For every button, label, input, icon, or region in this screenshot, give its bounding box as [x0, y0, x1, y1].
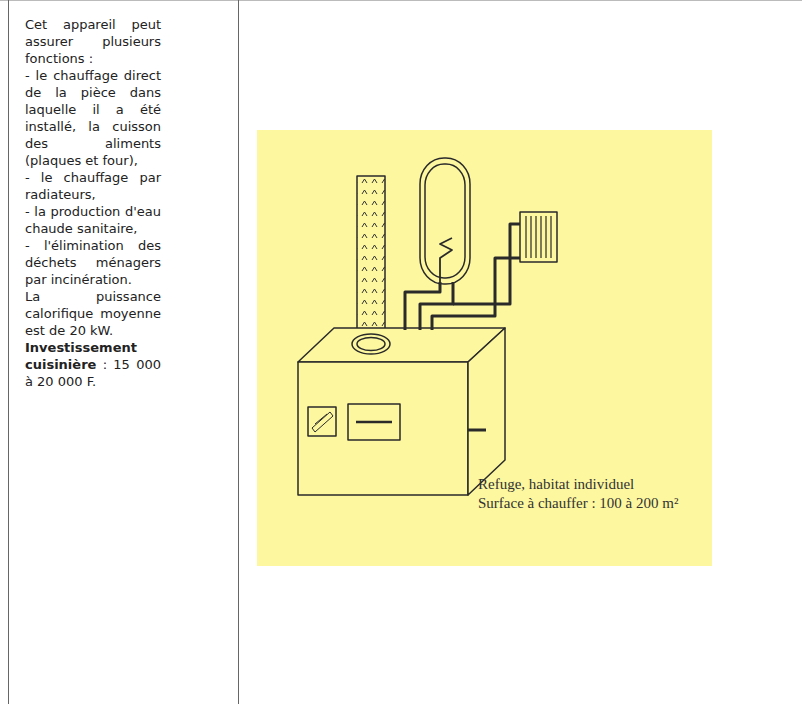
price-line: Investissement cuisinière : 15 000 à 20 …	[25, 339, 161, 390]
caption-text: Surface à chauffer : 100 à 200 m²	[478, 495, 678, 511]
text-column: Cet appareil peut assurer plusieurs fonc…	[25, 16, 161, 390]
description-text: La puissance calorifique moyenne est de …	[25, 288, 161, 339]
picture-ground	[257, 130, 712, 566]
caption-text: Surface à chauffer : 100 à 200 m²	[478, 494, 678, 512]
caption-text: Refuge, habitat individuel	[478, 476, 634, 492]
stove	[298, 328, 505, 495]
table-rule	[8, 0, 9, 704]
table-rule	[238, 0, 239, 704]
table-rule	[0, 0, 802, 1]
description-text: - l'élimination des déchets ménagers par…	[25, 237, 161, 288]
pipe	[405, 224, 520, 430]
radiator	[520, 212, 557, 262]
description-text: - la production d'eau chaude sanitaire,	[25, 203, 161, 237]
description-text: Cet appareil peut assurer plusieurs fonc…	[25, 16, 161, 67]
water-tank	[420, 158, 470, 284]
caption-text: Refuge, habitat individuel	[478, 475, 634, 493]
description-text: - le chauffage par radiateurs,	[25, 169, 161, 203]
chimney	[357, 176, 385, 338]
description-text: - le chauffage direct de la pièce dans l…	[25, 67, 161, 169]
